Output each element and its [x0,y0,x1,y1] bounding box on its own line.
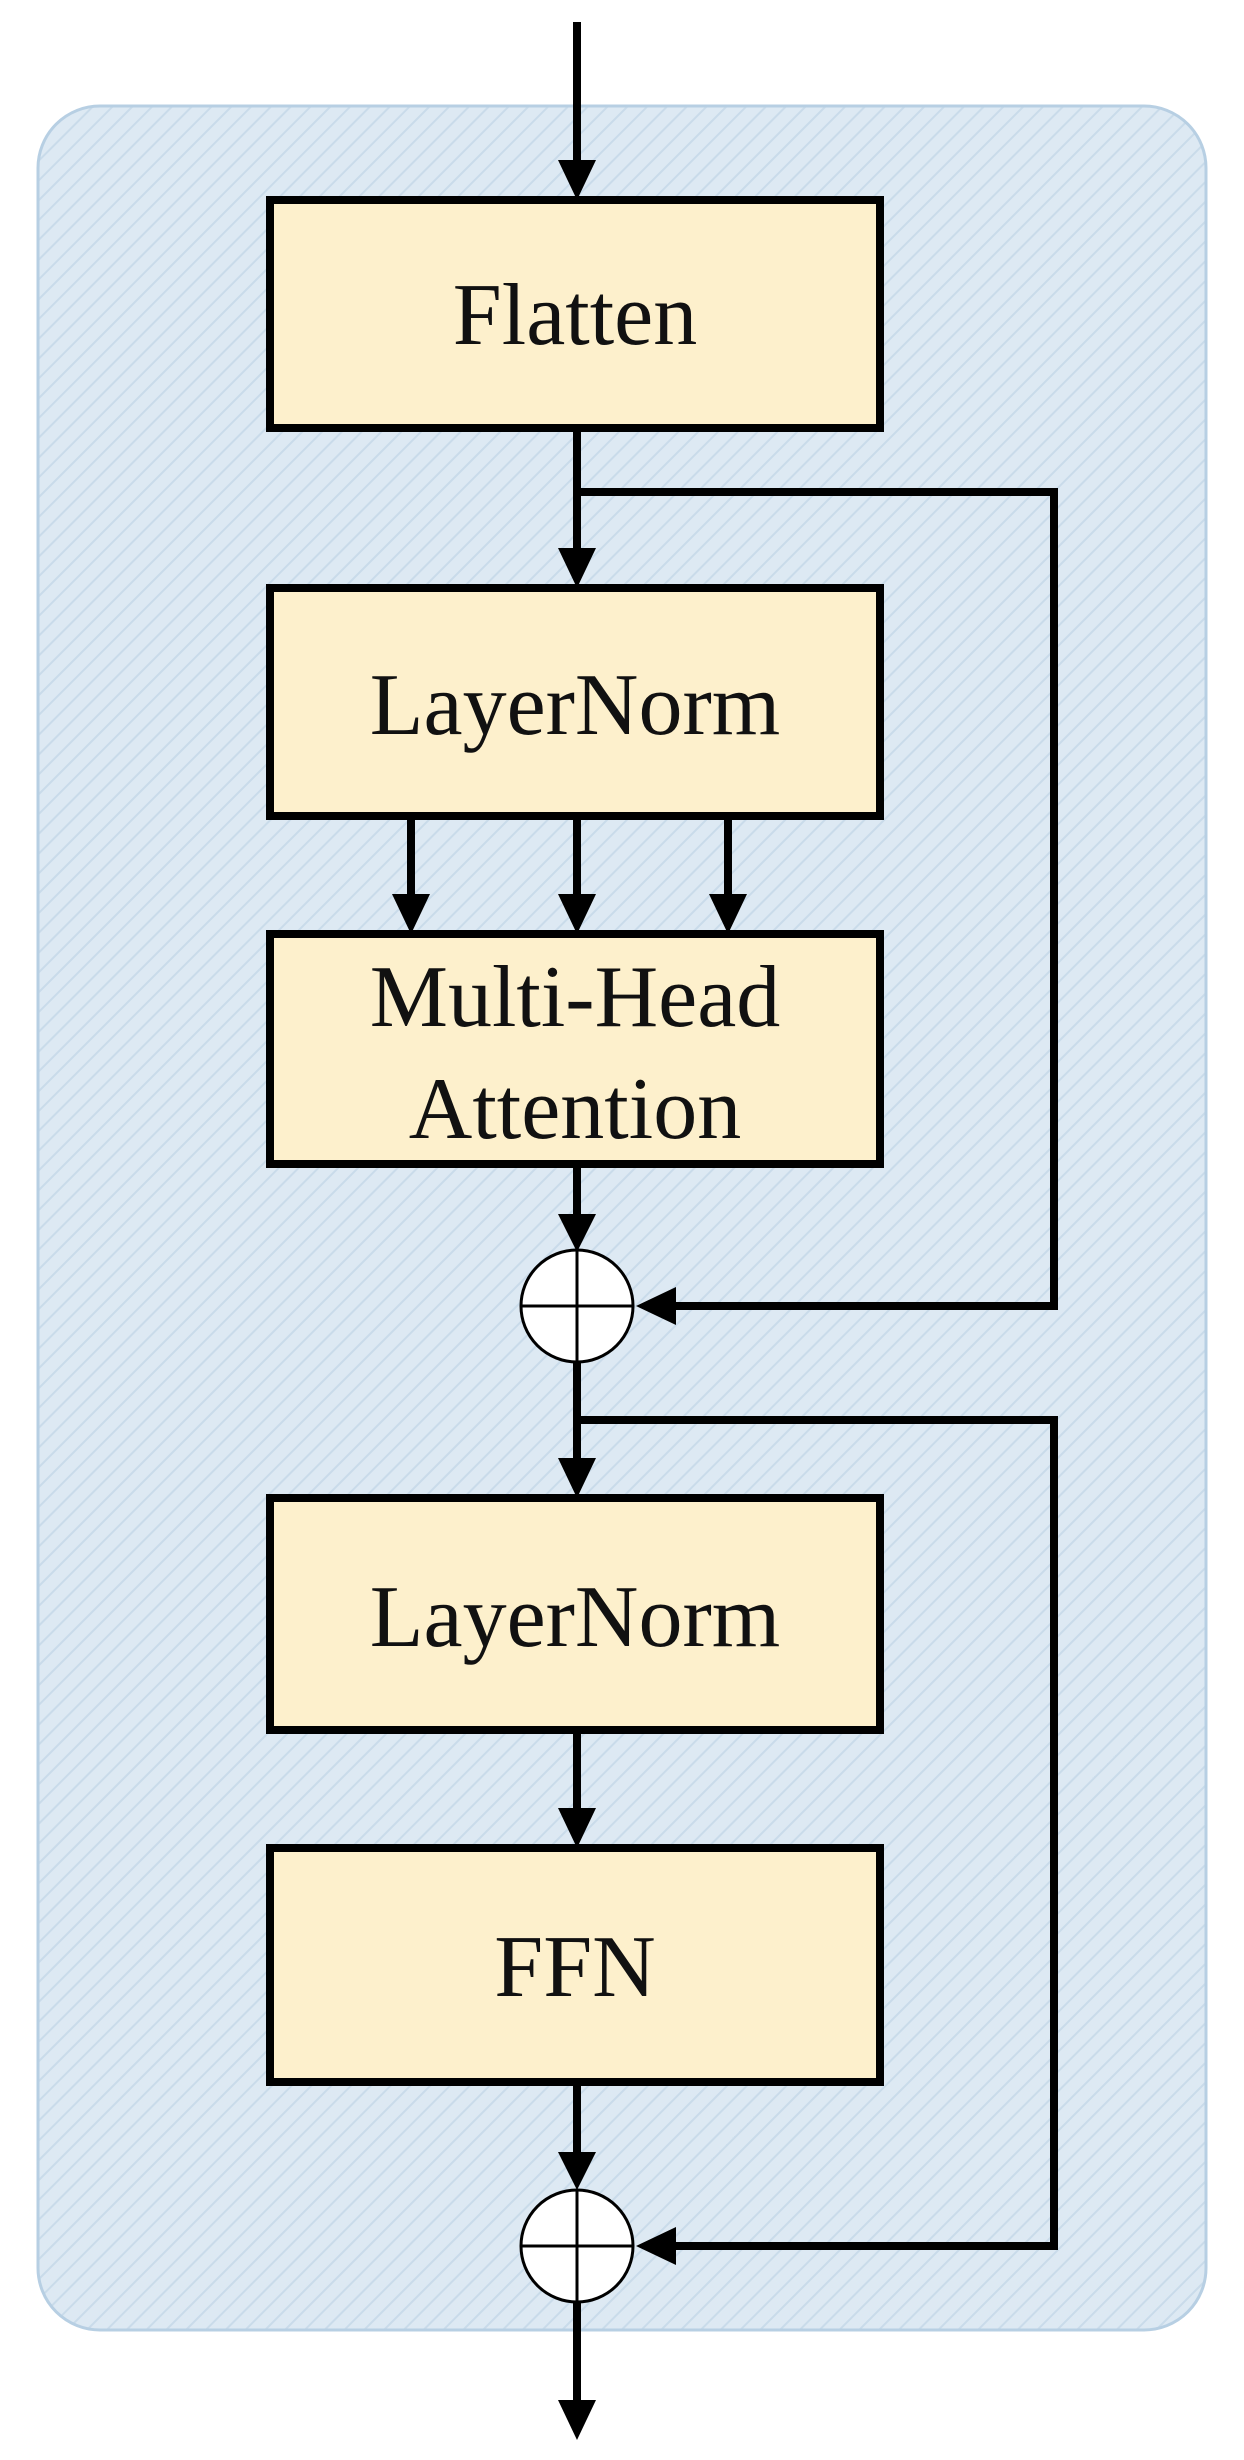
ffn-to-adder-arrow [558,2082,596,2190]
layernorm-2-label: LayerNorm [370,1569,780,1666]
residual-connection-2 [577,1416,1058,2265]
mha-label-line2: Attention [409,1061,741,1158]
ffn-label: FFN [494,1919,655,2016]
residual-add-1 [519,1248,635,1364]
residual-add-2 [519,2188,635,2304]
adder-to-layernorm-arrow [558,1362,596,1498]
qkv-arrows [392,816,747,934]
key-arrow [558,816,596,934]
multi-head-attention-block: Multi-Head Attention [266,930,884,1168]
ffn-block: FFN [266,1844,884,2086]
flatten-block: Flatten [266,196,884,432]
output-arrow [558,2302,596,2440]
attention-to-adder-arrow [558,1164,596,1252]
flatten-label: Flatten [453,267,697,364]
mha-label-line1: Multi-Head [370,949,781,1046]
residual-connection-1 [577,488,1058,1325]
query-arrow [392,816,430,934]
layernorm-block-1: LayerNorm [266,584,884,820]
input-arrow [558,22,596,200]
value-arrow [709,816,747,934]
layernorm-block-2: LayerNorm [266,1494,884,1734]
layernorm-1-label: LayerNorm [370,657,780,754]
layernorm-to-ffn-arrow [558,1730,596,1848]
